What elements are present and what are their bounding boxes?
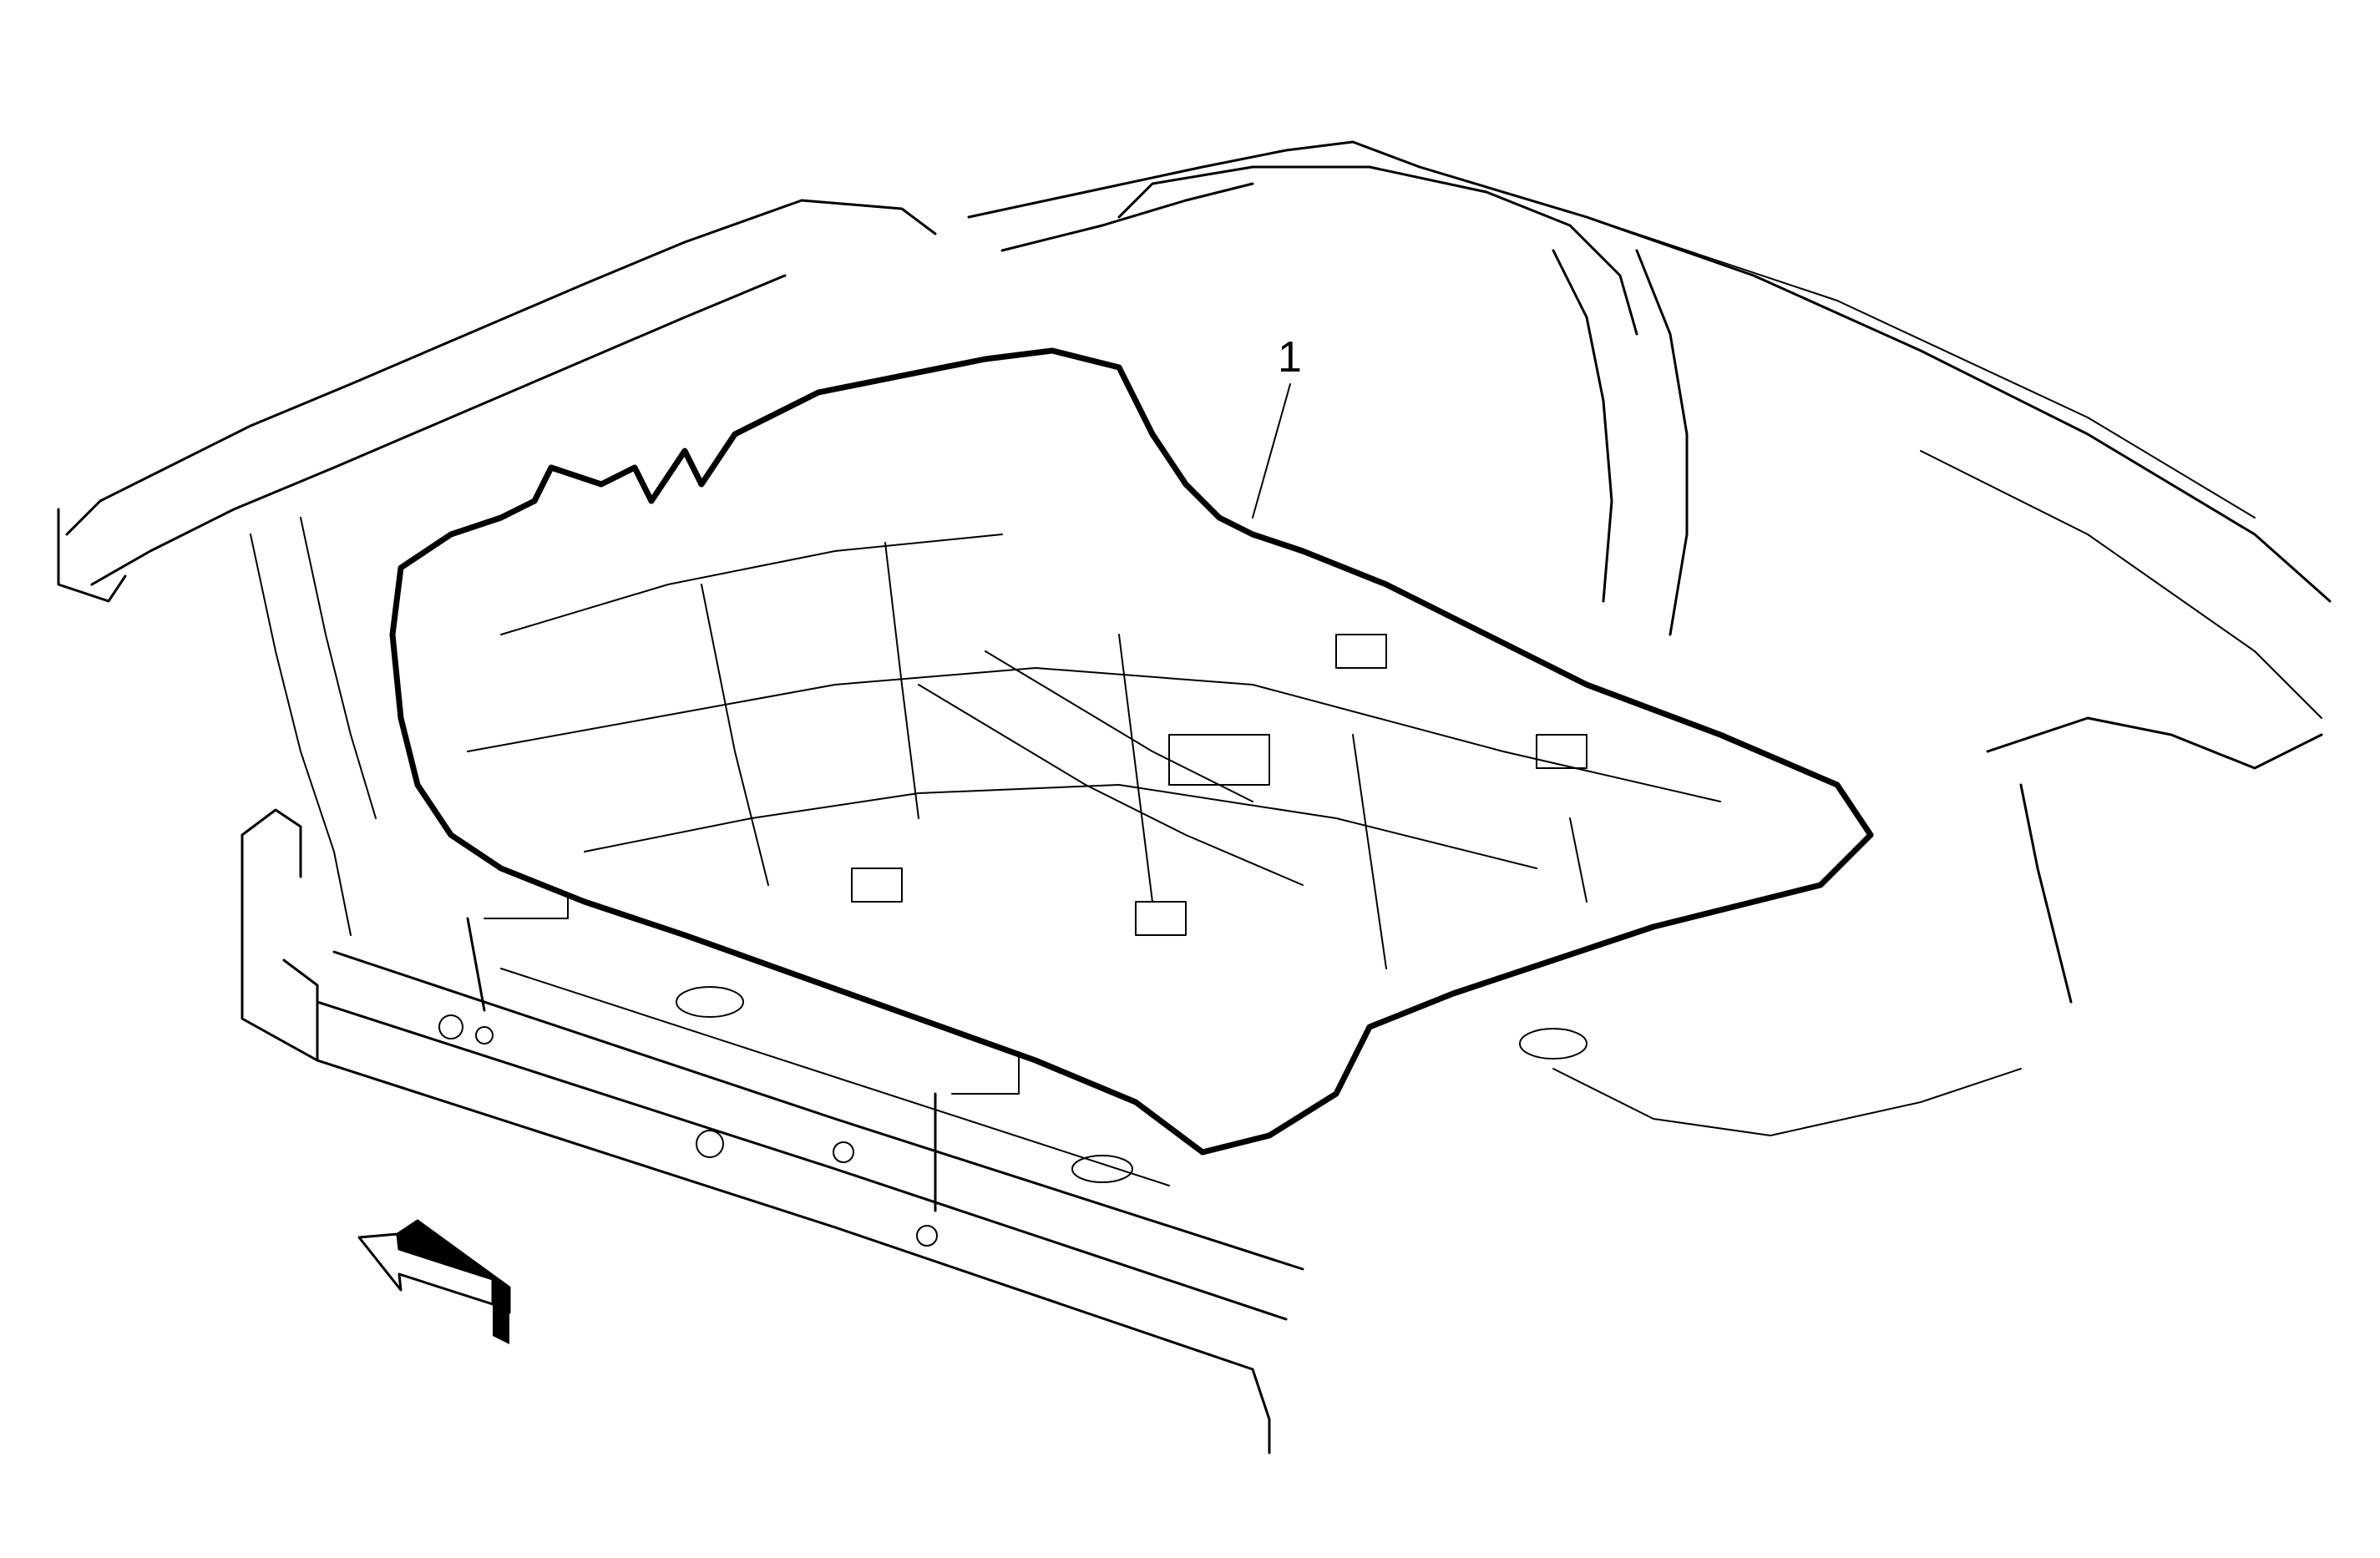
floor-insulator <box>389 347 1874 1156</box>
body-structure-left <box>57 199 1304 1454</box>
callout-1: 1 <box>1252 333 1302 518</box>
lower-frame <box>438 893 1588 1247</box>
callout-label-1: 1 <box>1278 333 1302 382</box>
body-structure-right <box>967 140 2332 1136</box>
forward-direction-arrow-icon <box>357 1219 511 1344</box>
